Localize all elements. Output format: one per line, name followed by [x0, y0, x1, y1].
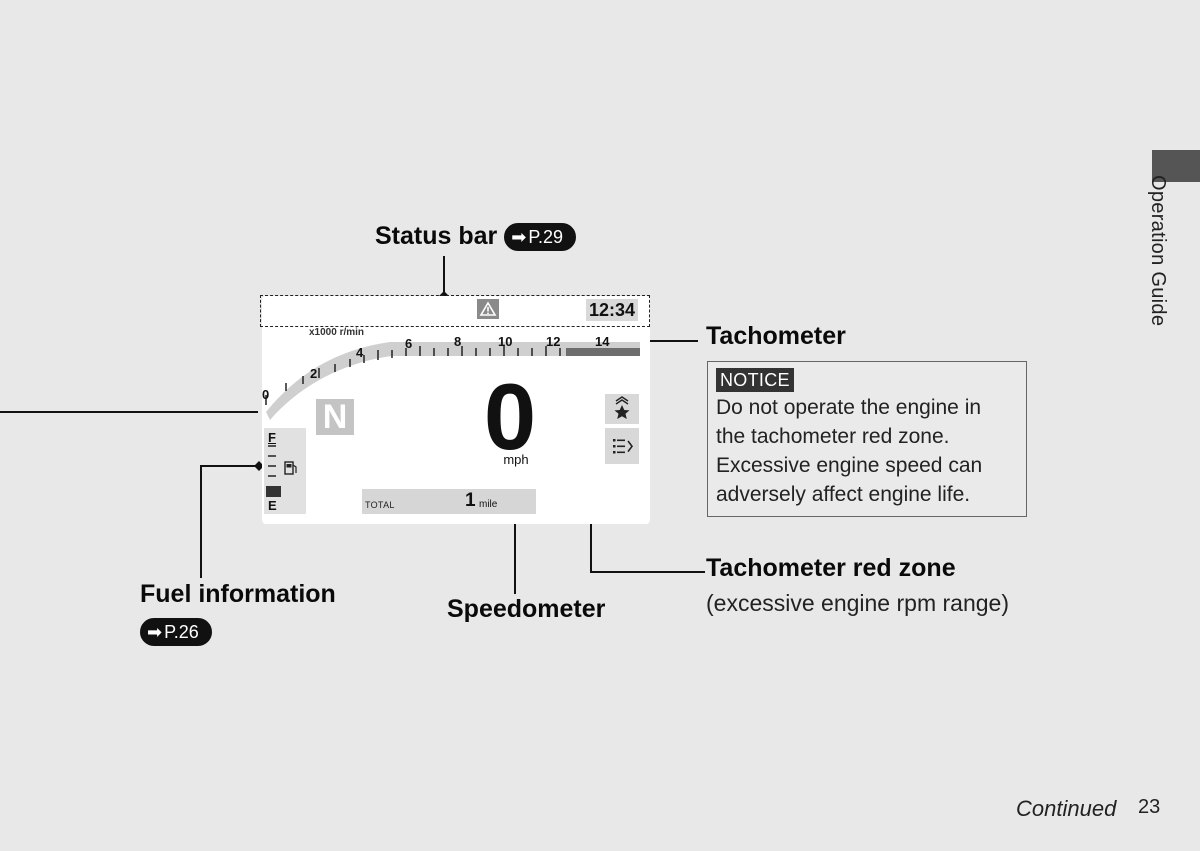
status-bar-callout-label: Status bar — [375, 222, 498, 250]
clock: 12:34 — [586, 299, 638, 321]
speed-value: 0 — [483, 364, 537, 469]
star-icon — [614, 396, 630, 419]
fuel-full-label: F — [268, 430, 276, 445]
warning-icon — [477, 299, 499, 319]
status-bar-page-ref-label: P.29 — [528, 227, 564, 248]
notice-tag: NOTICE — [716, 368, 794, 392]
tachometer-red-zone — [566, 348, 640, 356]
notice-line: adversely affect engine life. — [716, 483, 971, 506]
continued-label: Continued — [1016, 796, 1117, 821]
favorite-button — [605, 394, 639, 424]
status-bar-page-ref[interactable]: ➡P.29 — [504, 223, 577, 252]
arrow-right-icon: ➡ — [147, 622, 163, 643]
arrow-right-icon: ➡ — [511, 227, 527, 248]
fuel-pump-icon — [284, 461, 297, 475]
menu-button — [605, 428, 639, 464]
tach-tick-label: 2 — [310, 366, 318, 381]
tach-tick-label: 0 — [262, 387, 270, 402]
tach-tick-label: 10 — [498, 334, 513, 349]
notice-line: Excessive engine speed can — [716, 454, 983, 477]
tach-tick-label: 12 — [546, 334, 561, 349]
odometer-label: TOTAL — [365, 500, 395, 510]
status-bar-region — [260, 295, 650, 327]
section-tab — [1152, 150, 1200, 182]
fuel-information-page-ref[interactable]: ➡P.26 — [140, 618, 212, 647]
red-zone-callout-label: Tachometer red zone — [706, 554, 956, 582]
odometer-unit: mile — [479, 499, 498, 510]
tach-tick-label: 4 — [356, 345, 364, 360]
fuel-information-page-ref-label: P.26 — [164, 622, 199, 643]
fuel-information-page-ref-wrap: ➡P.26 — [140, 617, 212, 647]
gear-indicator: N — [316, 399, 354, 435]
tachometer-callout-label: Tachometer — [706, 322, 846, 350]
notice-line: Do not operate the engine in — [716, 396, 982, 419]
notice-box: NOTICE Do not operate the engine in the … — [707, 361, 1027, 517]
list-menu-icon — [613, 439, 634, 454]
tachometer-unit: x1000 r/min — [309, 327, 365, 338]
tach-tick-label: 8 — [454, 334, 462, 349]
notice-line: the tachometer red zone. — [716, 425, 950, 448]
tach-tick-label: 6 — [405, 336, 413, 351]
odometer-value: 1 — [465, 490, 476, 511]
speed-unit: mph — [503, 452, 529, 467]
fuel-information-callout-label: Fuel information — [140, 580, 336, 608]
status-bar-callout: Status bar ➡P.29 — [375, 222, 577, 252]
page-number: 23 — [1138, 796, 1161, 818]
odometer: TOTAL 1 mile — [362, 489, 536, 514]
section-tab-label: Operation Guide — [1147, 175, 1169, 327]
tach-tick-label: 14 — [595, 334, 610, 349]
speedometer-callout-label: Speedometer — [447, 595, 606, 623]
red-zone-callout-sublabel: (excessive engine rpm range) — [706, 590, 1009, 616]
fuel-empty-label: E — [268, 498, 277, 513]
